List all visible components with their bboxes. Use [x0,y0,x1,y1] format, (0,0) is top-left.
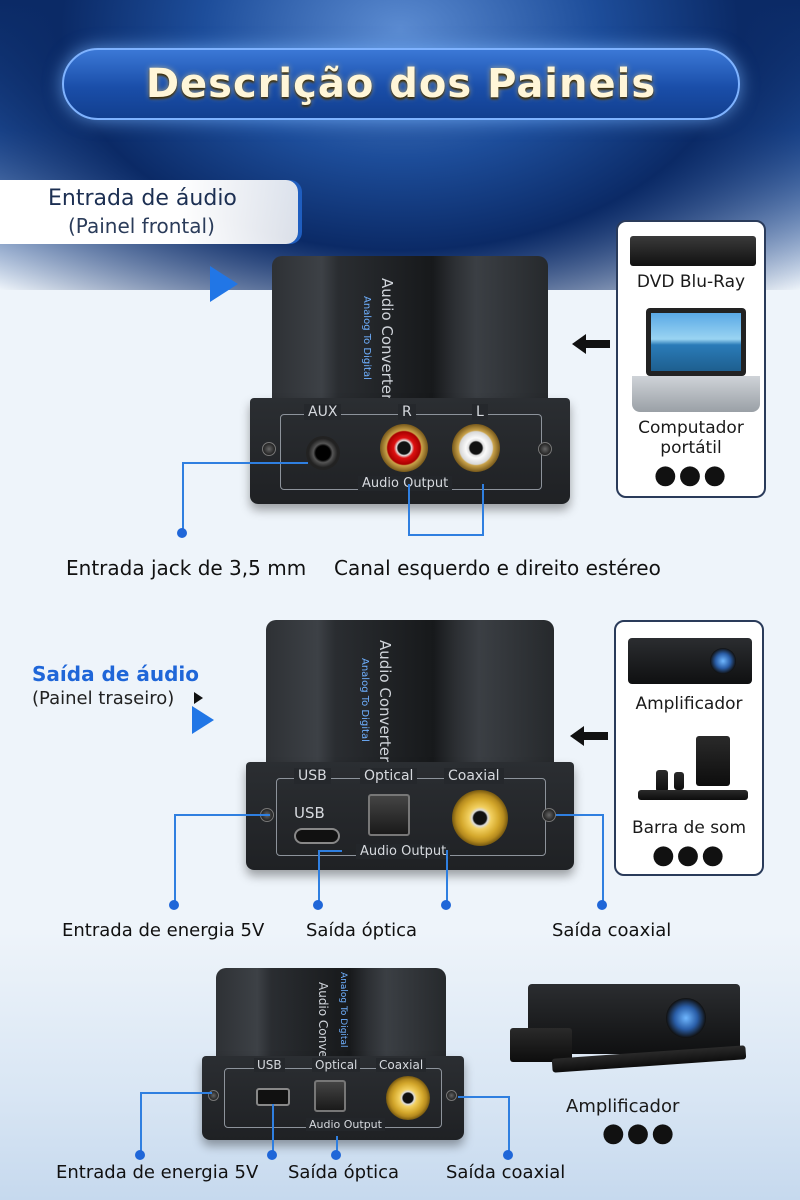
aux-jack-port [306,436,340,470]
callout-jack: Entrada jack de 3,5 mm [66,556,307,580]
callout-dot [267,1150,277,1160]
rear-face: USB Optical Coaxial USB Audio Output [246,762,574,870]
callout-stereo: Canal esquerdo e direito estéreo [334,556,661,580]
rear-device: Audio Converter Analog To Digital USB Op… [246,620,574,872]
callout-coaxial: Saída coaxial [446,1162,566,1183]
page-title: Descrição dos Paineis [145,61,657,107]
front-heading: Entrada de áudio [48,186,237,211]
amplifier-icon [628,638,752,684]
callout-dot [313,900,323,910]
play-triangle-icon [210,266,238,302]
callout-power: Entrada de energia 5V [62,920,265,941]
r-label: R [398,404,416,420]
device-top [266,620,554,766]
device-sublabel: Analog To Digital [359,658,370,742]
aux-label: AUX [304,404,342,420]
arrow-left-icon [570,726,608,746]
small-triangle-icon [194,692,203,704]
callout-dot [169,900,179,910]
screw-icon [208,1090,219,1101]
callout-dot [135,1150,145,1160]
callout-dot [597,900,607,910]
title-banner: Descrição dos Paineis [62,48,740,120]
more-dots: ●●● [651,840,727,870]
product-label: Amplificador [566,1096,680,1117]
screw-icon [262,442,276,456]
source-laptop-line2: portátil [660,438,722,458]
optical-port [368,794,410,836]
rear-subheading: (Painel traseiro) [32,688,175,709]
device-sublabel: Analog To Digital [361,296,372,380]
more-dots: ●●● [602,1118,677,1148]
screw-icon [538,442,552,456]
audio-output-label: Audio Output [356,844,451,859]
more-dots: ●●● [653,460,729,490]
speaker-icon [674,772,684,790]
optical-header-label: Optical [360,768,418,784]
device-soundbar: Barra de som [631,818,747,838]
l-label: L [472,404,488,420]
speaker-icon [656,770,668,792]
usb-header-label: USB [254,1058,285,1072]
callout-optical: Saída óptica [306,920,418,941]
audio-output-label: Audio Output [358,476,453,491]
bottom-face: USB Optical Coaxial Audio Output [202,1056,464,1140]
audio-output-label: Audio Output [306,1118,385,1131]
rca-red-port [380,424,428,472]
device-amplifier: Amplificador [635,694,743,714]
play-triangle-icon [192,706,214,734]
source-dvd: DVD Blu-Ray [636,272,746,292]
coaxial-port [452,790,508,846]
amplifier-product [510,978,747,1090]
bottom-device: Audio Converter Analog To Digital USB Op… [202,968,464,1140]
output-devices-panel: Amplificador Barra de som ●●● [614,620,764,876]
source-laptop-line1: Computador [638,418,744,438]
device-brand: Audio Converter [378,278,396,401]
usb-header-label: USB [294,768,331,784]
soundbar-icon [638,790,748,800]
front-device: Audio Converter Analog To Digital AUX R … [250,256,570,506]
callout-dot [177,528,187,538]
input-sources-panel: DVD Blu-Ray Computador portátil ●●● [616,220,766,498]
coaxial-header-label: Coaxial [444,768,504,784]
callout-dot [441,900,451,910]
device-sublabel: Analog To Digital [338,972,348,1048]
screw-icon [542,808,556,822]
optical-header-label: Optical [312,1058,361,1072]
subwoofer-icon [696,736,730,786]
device-top [272,256,548,404]
usb-port-label: USB [294,804,325,822]
usb-port [294,828,340,844]
subwoofer-icon [510,1028,572,1062]
device-top [216,968,446,1060]
rear-heading: Saída de áudio [32,662,200,686]
laptop-icon [646,308,746,376]
coaxial-header-label: Coaxial [376,1058,427,1072]
callout-dot [503,1150,513,1160]
front-subheading: (Painel frontal) [68,214,215,238]
callout-power: Entrada de energia 5V [56,1162,259,1183]
front-panel-tab: Entrada de áudio (Painel frontal) [0,180,298,244]
dvd-player-icon [630,236,756,266]
callout-optical: Saída óptica [288,1162,400,1183]
callout-dot [331,1150,341,1160]
callout-coaxial: Saída coaxial [552,920,672,941]
optical-port [314,1080,346,1112]
screw-icon [446,1090,457,1101]
device-brand: Audio Converter [376,640,394,763]
front-face: AUX R L Audio Output [250,398,570,504]
arrow-left-icon [572,334,610,354]
coaxial-port [386,1076,430,1120]
rca-white-port [452,424,500,472]
